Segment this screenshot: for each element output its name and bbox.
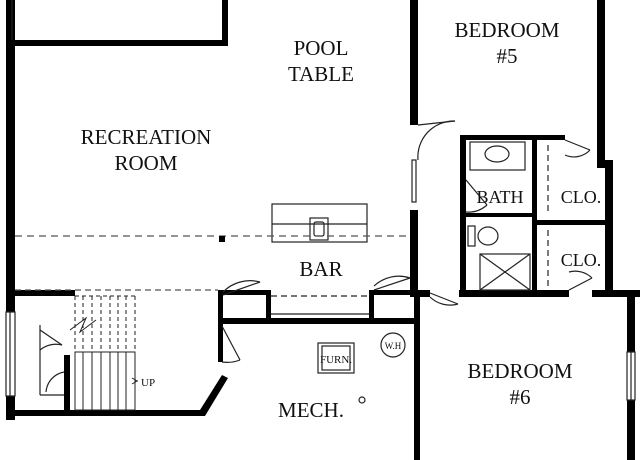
- bedroom5-south-wall-left: [410, 290, 430, 297]
- bedroom5-label-line1: BEDROOM: [454, 18, 559, 42]
- bedroom5-west-window: [411, 159, 417, 203]
- bath-label: BATH: [476, 187, 523, 207]
- closet-lower-door-leaf: [568, 277, 593, 291]
- right-wall-step: [597, 160, 609, 168]
- furnace-inner: [321, 345, 351, 371]
- pool-table-label-line1: POOL: [294, 36, 349, 60]
- mech-south-wall-left: [15, 410, 75, 416]
- mech-door-leaf: [221, 325, 241, 361]
- bedroom6-label-line2: #6: [510, 385, 531, 409]
- vanity: [469, 141, 526, 171]
- thin-lines: [5, 0, 636, 404]
- bath-closet-wall: [532, 135, 537, 295]
- stair-arrow-head: [131, 377, 138, 385]
- bath-door-swing: [465, 204, 488, 213]
- stairs: [69, 295, 138, 411]
- bath-west-wall: [460, 135, 466, 295]
- bedroom6-label-line1: BEDROOM: [467, 359, 572, 383]
- bar-door-right-swing: [373, 275, 411, 287]
- bar-south-wall: [218, 318, 418, 324]
- bedroom5-west-wall: [410, 0, 418, 125]
- stair-up-label: UP: [141, 377, 155, 389]
- bedroom6-north-wall-right: [592, 290, 640, 297]
- toilet-bowl: [477, 226, 499, 246]
- right-exterior-wall-mid: [605, 160, 613, 295]
- bedroom5-label-line2: #5: [497, 44, 518, 68]
- closet-lower-label: CLO.: [561, 250, 602, 270]
- closet-lower-door-swing: [568, 270, 593, 279]
- closet-upper-label: CLO.: [561, 187, 602, 207]
- shower-diagonal-2: [479, 253, 531, 291]
- mech-angled-wall: [64, 375, 228, 416]
- bedroom6-east-wall-upper: [627, 297, 635, 352]
- right-exterior-wall-upper: [597, 0, 605, 160]
- mech-label: MECH.: [278, 398, 344, 422]
- stair-north-wall: [15, 290, 75, 296]
- bar-west-wall: [218, 290, 223, 322]
- bedroom6-west-wall: [414, 296, 420, 460]
- bedroom6-door-leaf: [429, 292, 459, 305]
- bedroom5-west-wall-lower: [410, 210, 418, 295]
- doors: [39, 120, 593, 396]
- shower: [479, 253, 531, 291]
- water-heater: [380, 332, 406, 358]
- toilet-tank: [467, 225, 476, 247]
- recreation-room-label-line2: ROOM: [114, 151, 177, 175]
- stair-break-line: [69, 316, 97, 334]
- pool-table-label-line2: TABLE: [288, 62, 354, 86]
- labels: POOL TABLE RECREATION ROOM BEDROOM #5 BE…: [81, 18, 602, 422]
- bath-door-leaf: [465, 179, 488, 206]
- bar-north-wall-left: [220, 290, 270, 295]
- walls: [6, 0, 640, 460]
- alcove-right-wall: [222, 0, 228, 46]
- closet-upper-door-leaf: [564, 139, 591, 151]
- mech-door-swing: [221, 359, 241, 363]
- bedroom5-door-swing: [417, 120, 456, 161]
- mech-west-wall: [218, 322, 223, 362]
- furnace: [317, 342, 355, 374]
- bar-counter-left: [266, 290, 271, 322]
- column-post: [219, 236, 225, 242]
- bedroom5-south-wall: [459, 290, 569, 297]
- vanity-sink: [484, 145, 510, 163]
- water-heater-label: W.H: [385, 341, 402, 351]
- floor-drain: [358, 396, 366, 404]
- bar-door-left-swing: [222, 280, 261, 293]
- bath-divider-wall: [466, 213, 532, 217]
- bar-door-right-leaf: [373, 277, 411, 291]
- alcove-bottom-wall: [6, 40, 228, 46]
- stair-closet-swing-2: [45, 371, 65, 393]
- bar-counter-right: [369, 290, 374, 322]
- closet-divider-wall: [537, 220, 605, 225]
- bar-north-wall-right: [370, 290, 414, 295]
- bedroom6-east-wall-lower: [627, 400, 635, 460]
- bedroom6-door-swing: [429, 296, 459, 306]
- bath-north-wall: [460, 135, 565, 140]
- bar-door-left-leaf: [222, 281, 261, 296]
- stair-closet-door-swing: [39, 343, 63, 351]
- bar-island: [271, 203, 368, 243]
- bar-sink: [309, 217, 329, 241]
- left-exterior-wall: [6, 0, 15, 300]
- stair-divider-wall: [64, 355, 70, 415]
- closet-upper-door-swing: [564, 149, 591, 158]
- stair-closet-door-leaf: [39, 329, 63, 346]
- furnace-label: FURN.: [320, 354, 352, 366]
- recreation-room-label-line1: RECREATION: [81, 125, 212, 149]
- bar-label: BAR: [299, 257, 342, 281]
